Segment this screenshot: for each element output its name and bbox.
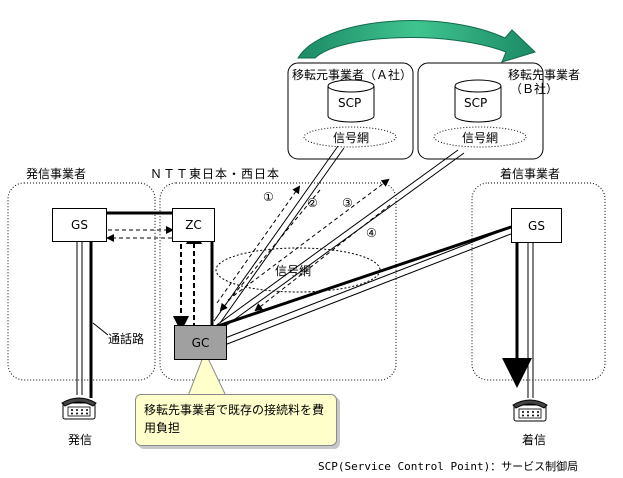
caller-label: 発信 — [68, 433, 93, 447]
signal-step-arrows — [216, 178, 391, 312]
step-2-label: ② — [307, 196, 318, 210]
signal-net-b — [433, 126, 527, 148]
step-3-label: ③ — [342, 196, 353, 210]
cost-callout: 移転先事業者で既存の接続料を費用負担 — [135, 394, 337, 446]
step-4-label: ④ — [366, 226, 377, 240]
signal-net-a-label: 信号網 — [333, 131, 370, 145]
ntt-label: ＮＴＴ東日本・西日本 — [150, 167, 281, 181]
zc-node: ZC — [172, 208, 215, 242]
scp-a-label: SCP — [338, 96, 362, 110]
gs-right-node: GS — [511, 208, 562, 243]
gs-left-node: GS — [52, 208, 107, 242]
scp-a-database-icon — [327, 79, 375, 123]
signal-net-center-label: 信号網 — [275, 264, 312, 278]
step-1-label: ① — [263, 190, 274, 204]
signal-net-a — [303, 126, 397, 148]
operator-a-label: 移転元事業者（Ａ社） — [292, 68, 413, 82]
zc-gc-signal — [173, 228, 202, 332]
access-lines — [76, 240, 534, 398]
operator-b-label-1: 移転先事業者 — [508, 68, 581, 82]
transfer-arrow — [297, 20, 536, 63]
callee-label: 着信 — [522, 433, 547, 447]
ntt-region — [159, 182, 397, 381]
dest-operator-region — [471, 182, 606, 381]
dest-operator-label: 着信事業者 — [500, 167, 561, 181]
path-label-leader — [92, 322, 109, 336]
origin-operator-label: 発信事業者 — [26, 167, 87, 181]
operator-b-label-2: （Ｂ社） — [510, 82, 559, 96]
scp-footnote: SCP(Service Control Point)：サービス制御局 — [318, 460, 579, 473]
gs-zc-signal — [106, 226, 174, 242]
signal-net-b-label: 信号網 — [462, 131, 499, 145]
gc-node: GC — [174, 325, 227, 360]
callee-phone-icon — [512, 399, 548, 422]
caller-phone-icon — [61, 397, 97, 420]
trunk-double-line — [219, 225, 517, 347]
scp-b-database-icon — [454, 79, 502, 123]
scp-b-label: SCP — [464, 96, 488, 110]
call-path-label: 通話路 — [108, 332, 145, 346]
